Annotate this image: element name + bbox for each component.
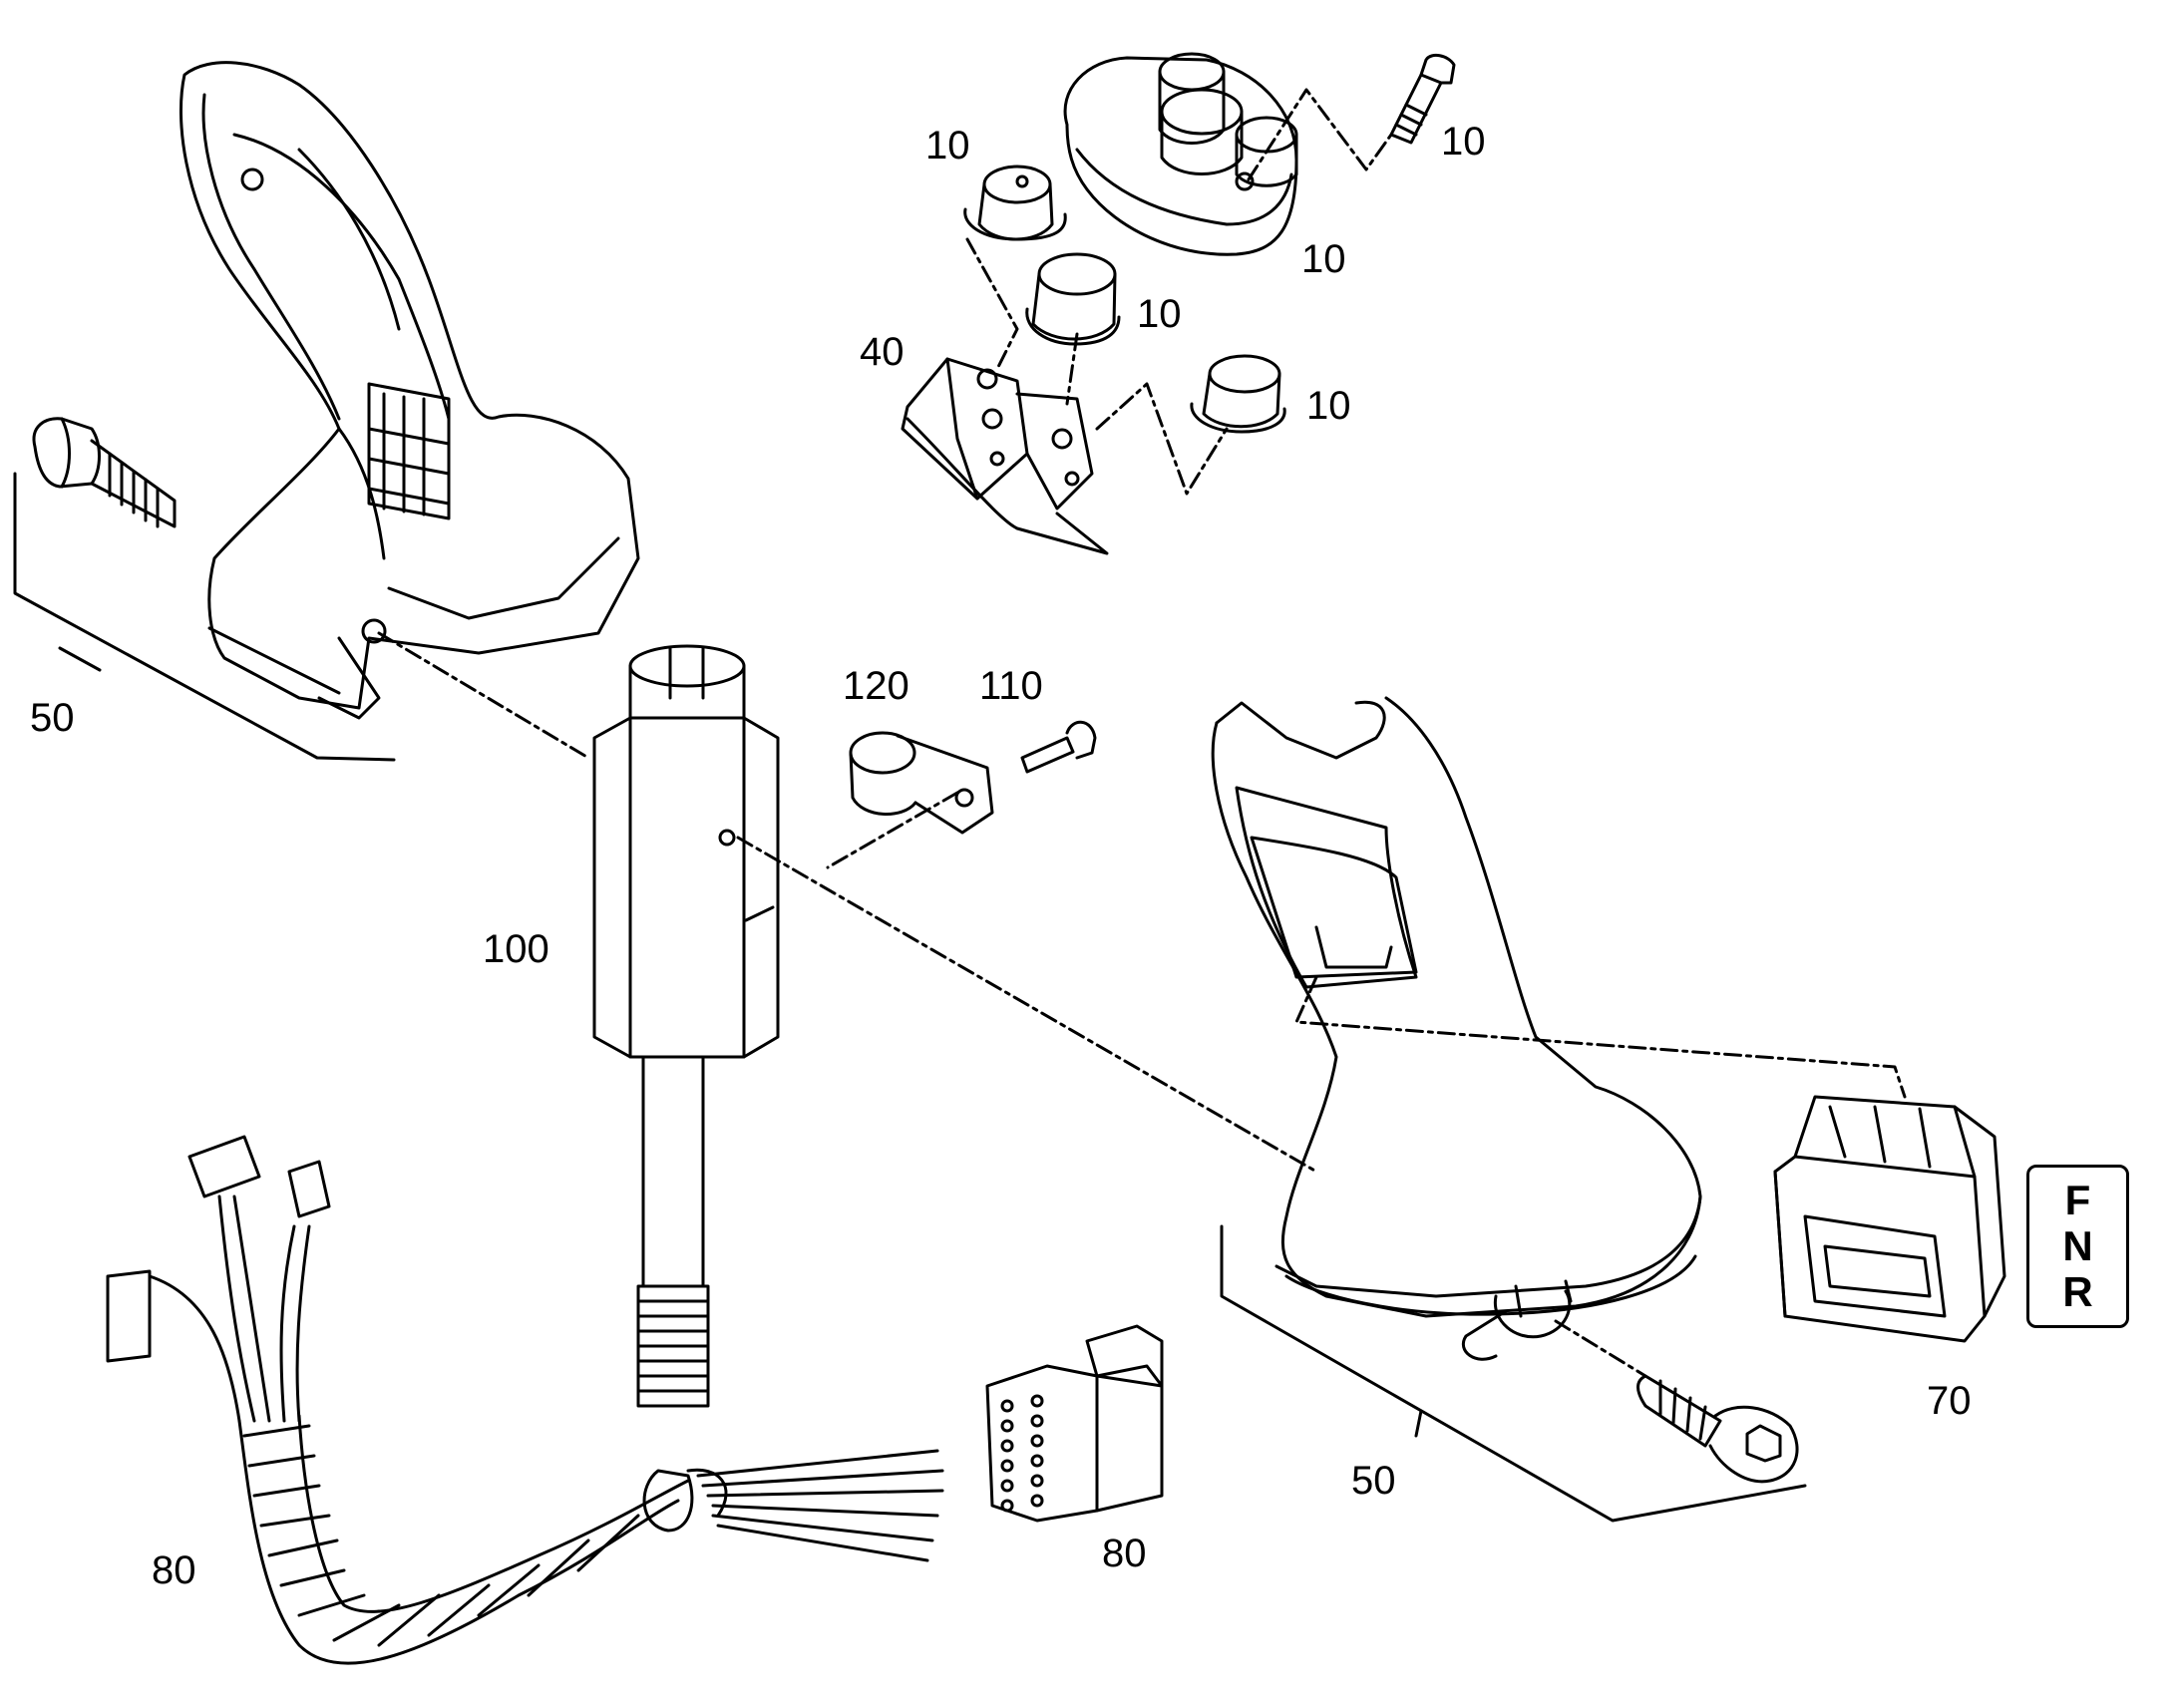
leader-dashed-rocker	[1294, 975, 1907, 1099]
callout-40: 40	[860, 330, 905, 374]
screw-right	[1636, 1374, 1799, 1484]
handle-half-right	[1211, 696, 1702, 1361]
callout-10-e: 10	[1306, 384, 1351, 428]
bracket-line-left-50	[13, 472, 396, 762]
callout-10-b: 10	[1441, 120, 1486, 164]
cable-clamp	[849, 731, 994, 835]
actuator-cap-top	[1063, 52, 1298, 256]
leader-dashed-switch-a	[965, 237, 1019, 371]
leader-line-100	[744, 905, 775, 922]
callout-10-c: 10	[1301, 237, 1346, 281]
callout-110: 110	[979, 664, 1043, 708]
button-cap-b	[1025, 252, 1121, 346]
microswitch-assembly	[901, 357, 1109, 555]
leader-dashed-right-screw	[1554, 1319, 1647, 1378]
leader-dashed-switch-b	[1065, 332, 1079, 406]
leader-line-left-50	[58, 646, 102, 672]
screw-left	[32, 417, 177, 528]
fnr-legend-box: F N R	[2026, 1165, 2129, 1328]
rocker-switch	[1773, 1095, 2006, 1343]
leader-dashed-shaft-left	[377, 631, 590, 760]
leader-dashed-switch-c	[1095, 382, 1229, 496]
callout-100: 100	[483, 927, 549, 971]
callout-50-right: 50	[1351, 1459, 1396, 1503]
callout-120: 120	[843, 664, 909, 708]
callout-80-connector: 80	[1102, 1532, 1147, 1575]
fnr-neutral-label: N	[2062, 1222, 2093, 1269]
callout-10-a: 10	[925, 124, 970, 168]
callout-50-left: 50	[30, 696, 75, 740]
fnr-reverse-label: R	[2062, 1268, 2093, 1315]
handle-half-left	[180, 61, 640, 720]
screw-110	[1020, 720, 1097, 774]
screw-top-right	[1389, 53, 1456, 145]
lever-shaft	[592, 644, 780, 1408]
wiring-harness	[106, 1135, 944, 1665]
leader-line-right-50	[1414, 1409, 1423, 1438]
connector-plug	[985, 1324, 1164, 1523]
button-cap-a	[963, 165, 1067, 241]
fnr-forward-label: F	[2064, 1177, 2091, 1223]
callout-80-harness: 80	[152, 1548, 196, 1592]
leader-dashed-shaft-right	[736, 836, 1318, 1174]
callout-70: 70	[1927, 1379, 1972, 1423]
bracket-line-right-50	[1220, 1224, 1807, 1523]
button-cap-c	[1190, 354, 1286, 434]
leader-dashed-top	[1247, 88, 1393, 181]
leader-dashed-clamp	[826, 791, 959, 869]
callout-10-d: 10	[1137, 292, 1182, 336]
